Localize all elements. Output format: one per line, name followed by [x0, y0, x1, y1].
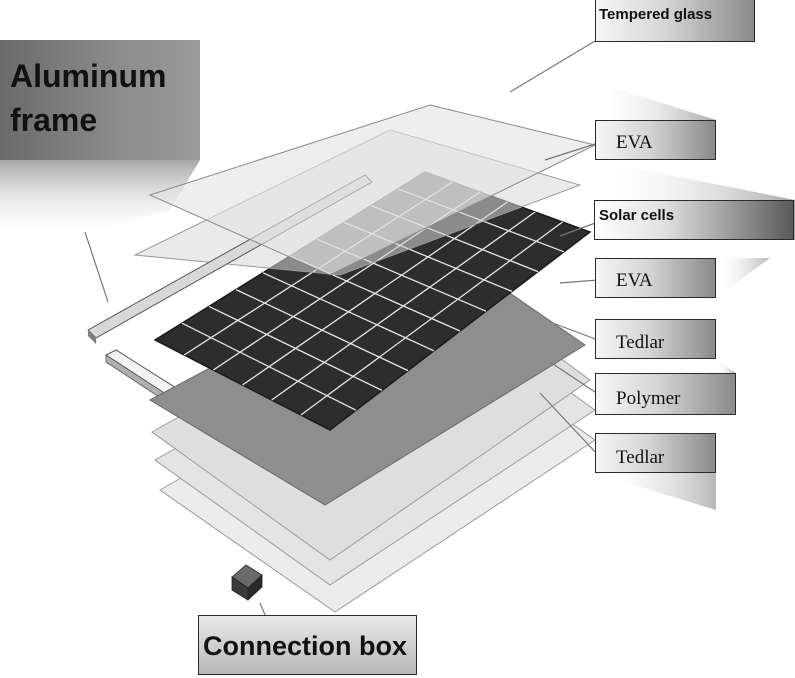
- leader-solar-cells: [559, 221, 599, 237]
- tedlar-bottom-shadow: [595, 473, 716, 510]
- tedlar-top-label: Tedlar: [595, 319, 716, 359]
- cell-column-divider: [262, 272, 435, 352]
- eva-top-label: EVA: [595, 120, 716, 160]
- solar-cells-label: Solar cells: [594, 200, 794, 240]
- eva-bottom-shadow: [716, 258, 770, 298]
- leader-tedlar-top: [549, 321, 599, 341]
- leader-eva-bottom: [559, 279, 599, 284]
- aluminum-frame-label: Aluminum frame: [0, 40, 200, 160]
- leader-lines: [84, 37, 601, 628]
- leader-tempered-glass: [509, 37, 601, 93]
- tedlar-bottom-label: Tedlar: [595, 433, 716, 473]
- connection-box-label: Connection box: [198, 615, 417, 675]
- leader-aluminum-frame: [84, 231, 109, 303]
- aluminum-frame-fade: [0, 160, 200, 240]
- eva-bottom-label: EVA: [595, 258, 716, 298]
- polymer-label: Polymer: [595, 373, 736, 415]
- aluminum-bar-upper-side: [88, 330, 96, 344]
- cell-column-divider: [181, 322, 357, 411]
- leader-eva-top: [544, 142, 599, 161]
- cell-column-divider: [235, 289, 409, 372]
- cell-column-divider: [208, 305, 383, 391]
- aluminum-frame-label-text: Aluminum frame: [10, 58, 167, 138]
- leader-tedlar-bottom: [539, 392, 599, 456]
- connection-box-side: [247, 574, 263, 601]
- tempered-glass-label: Tempered glass: [595, 0, 755, 42]
- leader-polymer: [549, 361, 599, 395]
